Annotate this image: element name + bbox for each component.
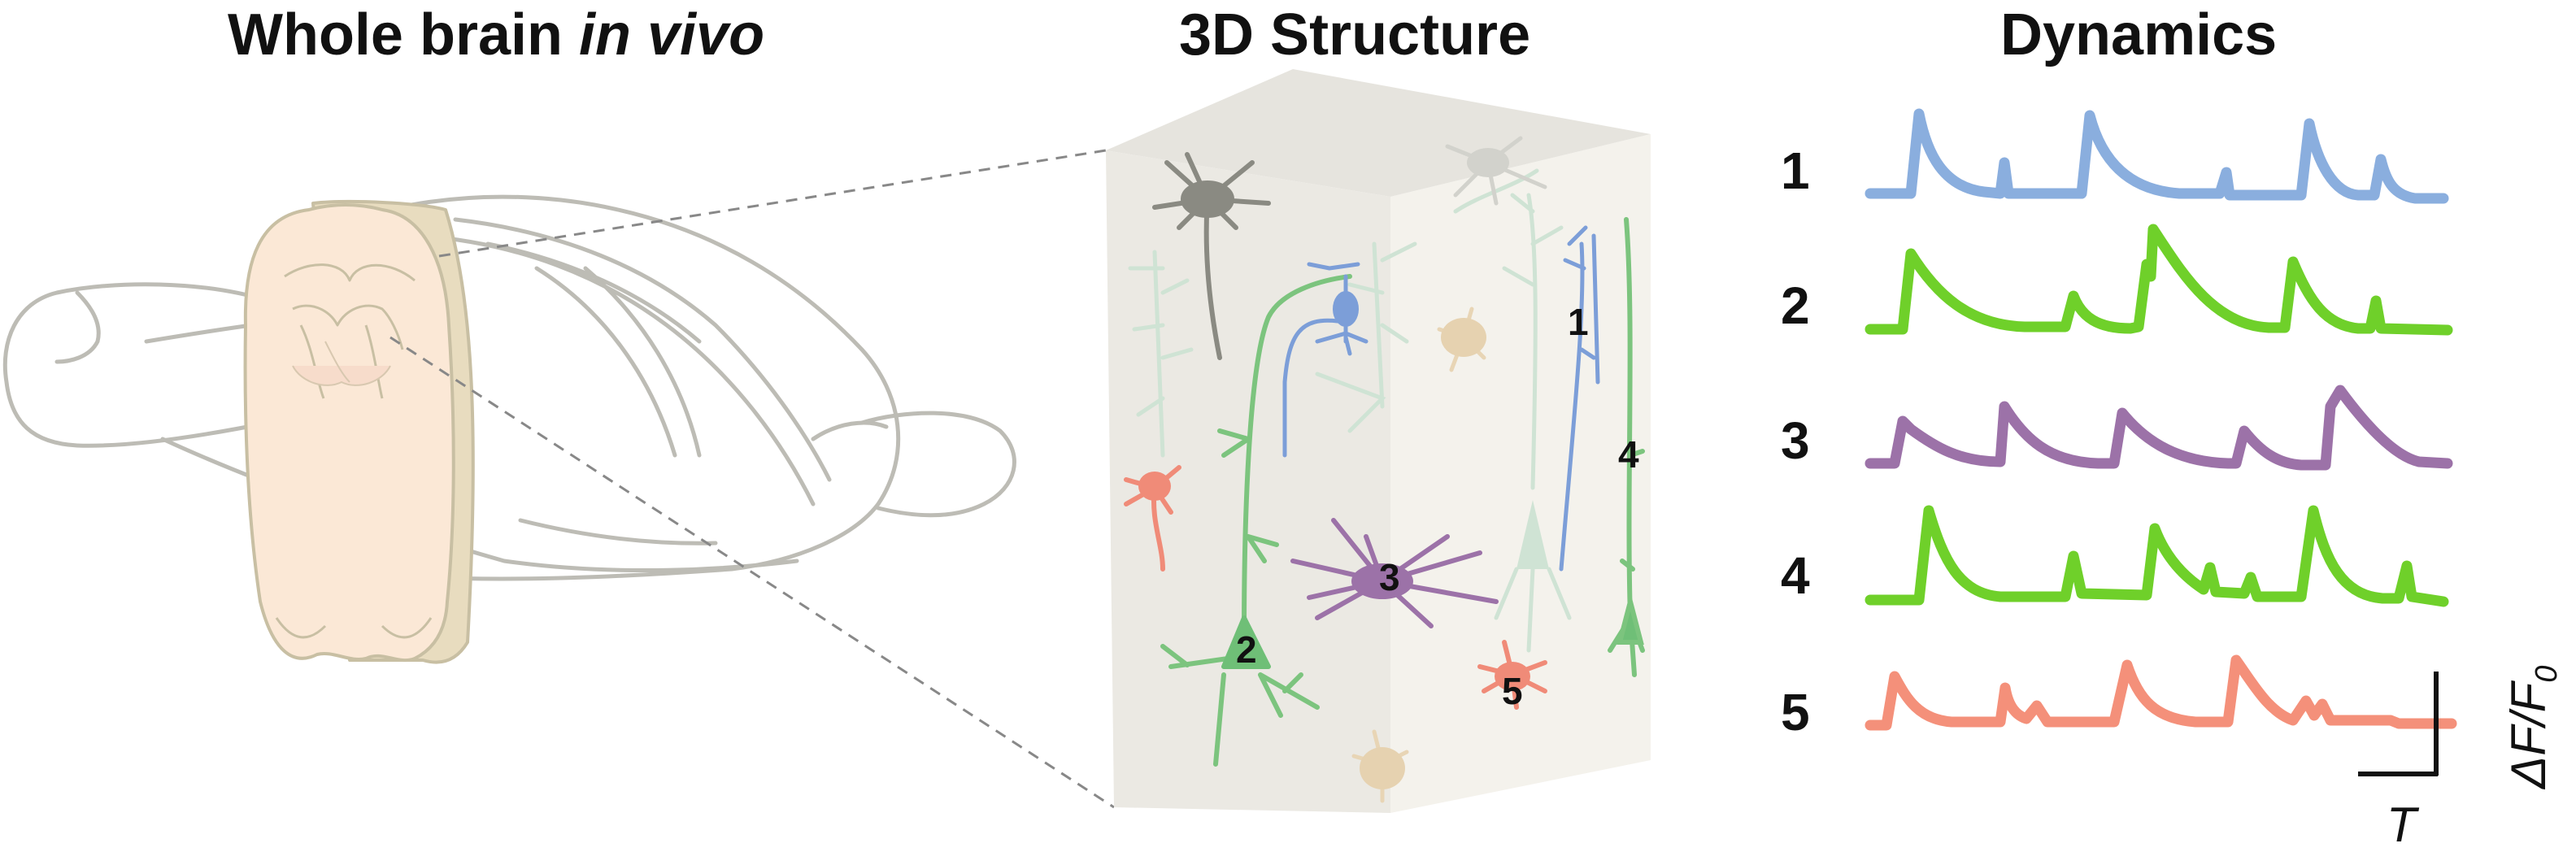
title-dynamics: Dynamics bbox=[2000, 2, 2278, 67]
neuron-4-green bbox=[1608, 217, 1645, 677]
trace-5 bbox=[1865, 654, 2457, 731]
neuron-2-green bbox=[1160, 274, 1352, 767]
neuron-red-left-soma bbox=[1138, 472, 1171, 501]
neuron-5-soma bbox=[1495, 662, 1530, 691]
scale-bar-y-label: ΔF/F0 bbox=[2501, 666, 2564, 790]
scale-bar bbox=[2358, 672, 2439, 776]
trace-label-2: 2 bbox=[1781, 276, 1810, 335]
trace-1 bbox=[1865, 108, 2449, 204]
brain-illustration bbox=[2, 194, 1016, 581]
trace-2 bbox=[1865, 224, 2453, 336]
neuron-label-4: 4 bbox=[1618, 433, 1639, 476]
trace-label-3: 3 bbox=[1781, 411, 1810, 470]
traces bbox=[1865, 108, 2457, 731]
neuron-label-5: 5 bbox=[1502, 670, 1523, 712]
neuron-1-soma bbox=[1333, 291, 1359, 327]
trace-labels: 1 2 3 4 5 bbox=[1781, 141, 1810, 741]
title-3d-structure: 3D Structure bbox=[1179, 2, 1531, 67]
title-whole-brain: Whole brain in vivo bbox=[228, 2, 765, 67]
neuron-3-soma bbox=[1351, 563, 1413, 599]
trace-4 bbox=[1865, 505, 2449, 607]
trace-label-5: 5 bbox=[1781, 683, 1810, 741]
trace-label-4: 4 bbox=[1781, 546, 1810, 605]
trace-label-1: 1 bbox=[1781, 141, 1810, 200]
neuron-label-2: 2 bbox=[1236, 628, 1257, 671]
neuron-1-blue bbox=[1282, 225, 1600, 572]
neuron-label-1: 1 bbox=[1568, 301, 1589, 343]
trace-3 bbox=[1865, 385, 2453, 471]
brain-slice bbox=[243, 200, 475, 664]
grey-neuron bbox=[1152, 152, 1271, 360]
background-neurons bbox=[1128, 136, 1572, 803]
projection-lines bbox=[389, 149, 1115, 809]
scale-bar-x-label: T bbox=[2387, 798, 2420, 852]
neuron-label-3: 3 bbox=[1379, 556, 1400, 598]
neuron-3-purple bbox=[1290, 518, 1499, 628]
